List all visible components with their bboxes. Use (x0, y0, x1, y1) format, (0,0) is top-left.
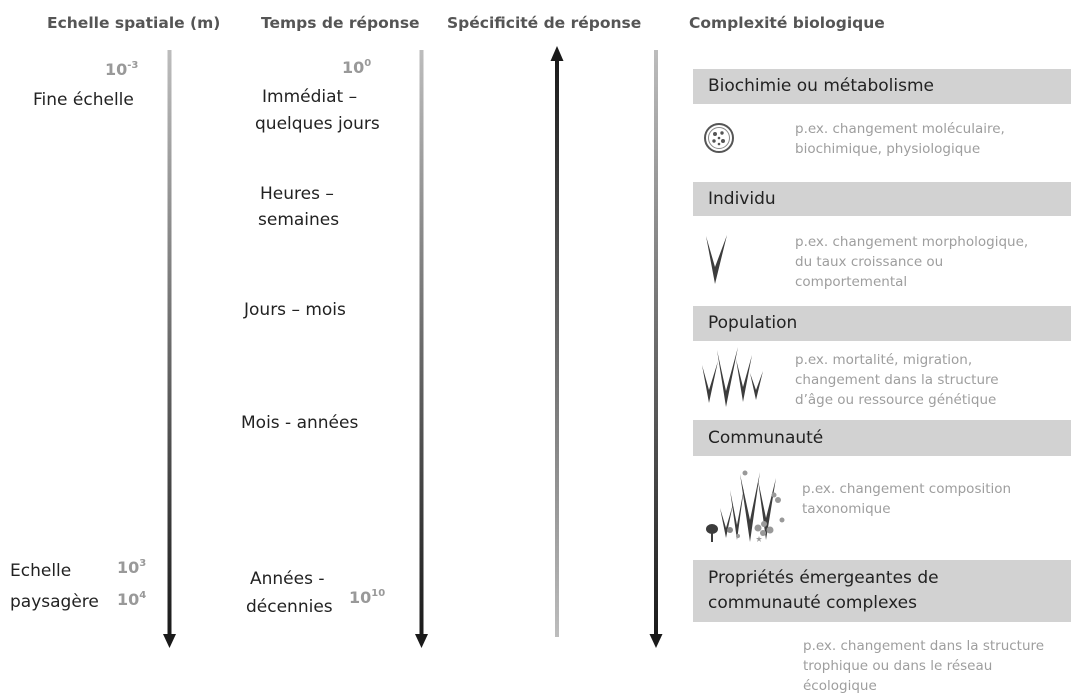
fine-scale-label: Fine échelle (33, 90, 134, 110)
response-specificity-header: Spécificité de réponse (447, 14, 642, 32)
level-emergent-band: Propriétés émergeantes de communauté com… (693, 560, 1071, 622)
response-specificity-arrow (550, 46, 564, 637)
level-individual-band: Individu (693, 182, 1071, 216)
level-population-band: Population (693, 306, 1071, 341)
level-community-band: Communauté (693, 420, 1071, 456)
spatial-min-exponent: 10-3 (105, 60, 139, 79)
level-emergent-title-line2: communauté complexes (708, 593, 917, 613)
spatial-scale-arrow (163, 50, 176, 648)
level-biochemistry-band: Biochimie ou métabolisme (693, 69, 1071, 104)
time-label-hours-2: semaines (258, 210, 340, 230)
landscape-scale-label-line2: paysagère (10, 592, 99, 612)
spatial-max-exponent-2: 104 (117, 590, 147, 609)
biological-complexity-arrow (649, 50, 663, 648)
time-label-days: Jours – mois (244, 300, 346, 320)
response-time-header: Temps de réponse (261, 14, 420, 32)
biological-complexity-header: Complexité biologique (689, 14, 885, 32)
time-max-exponent: 1010 (349, 588, 386, 607)
level-population-desc: p.ex. mortalité, migration,changement da… (795, 352, 999, 408)
time-label-immediate-2: quelques jours (255, 114, 380, 134)
landscape-scale-label-line1: Echelle (10, 561, 72, 581)
level-individual-desc: p.ex. changement morphologique,du taux c… (795, 234, 1029, 290)
time-label-years-1: Années - (250, 569, 325, 589)
time-label-months: Mois - années (241, 413, 359, 433)
response-time-arrow (415, 50, 428, 648)
spatial-scale-header: Echelle spatiale (m) (47, 14, 221, 32)
time-label-immediate-1: Immédiat – (262, 87, 358, 107)
time-label-years-2: décennies (246, 597, 333, 617)
level-biochemistry-desc: p.ex. changement moléculaire,biochimique… (795, 121, 1005, 157)
time-min-exponent: 100 (342, 58, 372, 77)
spatial-max-exponent-1: 103 (117, 558, 147, 577)
time-label-hours-1: Heures – (260, 184, 334, 204)
level-emergent-title-line1: Propriétés émergeantes de (708, 568, 939, 588)
